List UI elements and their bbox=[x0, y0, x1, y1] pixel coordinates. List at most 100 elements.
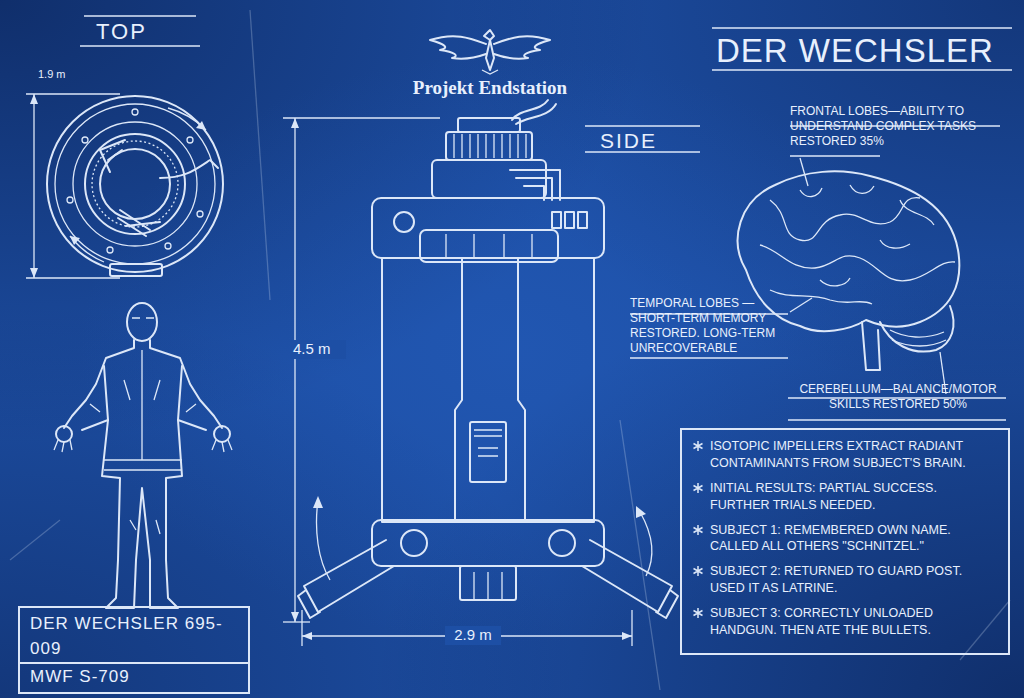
blueprint-path bbox=[446, 234, 532, 258]
blueprint-path bbox=[104, 350, 182, 470]
bullet-asterisk-stroke bbox=[694, 525, 703, 535]
blueprint-rect bbox=[372, 198, 604, 258]
bullet-asterisk-stroke bbox=[694, 608, 703, 618]
blueprint-path bbox=[880, 306, 954, 352]
diagram-title: DER WECHSLER bbox=[716, 30, 1012, 71]
blueprint-line bbox=[26, 93, 120, 94]
bullet-asterisk-stroke bbox=[694, 483, 703, 493]
blueprint-path bbox=[622, 632, 632, 640]
blueprint-path bbox=[512, 100, 556, 124]
blueprint-path bbox=[862, 322, 880, 370]
blueprint-path bbox=[298, 590, 320, 618]
blueprint-circle bbox=[47, 96, 223, 272]
blueprint-path bbox=[70, 236, 104, 262]
bullet-asterisk bbox=[692, 607, 704, 619]
blueprint-path bbox=[54, 440, 232, 452]
blueprint-path bbox=[760, 245, 955, 281]
blueprint-path bbox=[656, 590, 678, 618]
bullet-asterisk-stroke bbox=[694, 441, 703, 451]
blueprint-path bbox=[82, 420, 206, 430]
blueprint-path bbox=[494, 36, 550, 59]
blueprint-rect bbox=[458, 118, 520, 132]
note-row: SUBJECT 3: CORRECTLY UNLOADED HANDGUN. T… bbox=[692, 605, 998, 639]
blueprint-rect bbox=[372, 520, 604, 566]
blueprint-path bbox=[70, 236, 80, 245]
title-block: DER WECHSLER 695-009MWF S-709 bbox=[18, 606, 250, 695]
leader-lines bbox=[630, 126, 1006, 420]
blueprint-path bbox=[582, 540, 672, 612]
blueprint-path bbox=[64, 340, 134, 428]
blueprint-circle bbox=[100, 149, 170, 219]
blueprint-path bbox=[291, 612, 299, 622]
blueprint-line bbox=[620, 420, 660, 690]
brain-callout: TEMPORAL LOBES —SHORT-TERM MEMORY RESTOR… bbox=[630, 296, 788, 356]
blueprint-line bbox=[712, 27, 1012, 28]
blueprint-path bbox=[510, 170, 560, 200]
blueprint-line bbox=[80, 45, 200, 46]
blueprint-path bbox=[100, 140, 125, 172]
blueprint-line bbox=[10, 520, 60, 560]
note-text: INITIAL RESULTS: PARTIAL SUCCESS. FURTHE… bbox=[710, 480, 998, 514]
title-block-text: DER WECHSLER 695-009 bbox=[30, 611, 238, 662]
bullet-asterisk bbox=[692, 482, 704, 494]
eagle-emblem bbox=[430, 30, 550, 74]
blueprint-line bbox=[790, 155, 880, 156]
blueprint-line bbox=[33, 94, 34, 278]
blueprint-path bbox=[770, 198, 920, 241]
blueprint-circle bbox=[165, 243, 171, 249]
blueprint-path bbox=[304, 540, 394, 612]
note-text: SUBJECT 3: CORRECTLY UNLOADED HANDGUN. T… bbox=[710, 605, 998, 639]
note-text: ISOTOPIC IMPELLERS EXTRACT RADIANT CONTA… bbox=[710, 438, 998, 472]
paper-scratches bbox=[10, 10, 1010, 690]
blueprint-path bbox=[291, 118, 299, 128]
blueprint-rect bbox=[446, 132, 532, 160]
blueprint-line bbox=[631, 610, 632, 646]
note-row: SUBJECT 2: RETURNED TO GUARD POST. USED … bbox=[692, 563, 998, 597]
blueprint-circle bbox=[73, 122, 197, 246]
note-text: SUBJECT 2: RETURNED TO GUARD POST. USED … bbox=[710, 563, 998, 597]
blueprint-rect bbox=[578, 212, 587, 228]
blueprint-rect bbox=[470, 422, 506, 482]
blueprint-path bbox=[474, 572, 502, 600]
note-text: SUBJECT 1: REMEMBERED OWN NAME. CALLED A… bbox=[710, 522, 998, 556]
note-row: INITIAL RESULTS: PARTIAL SUCCESS. FURTHE… bbox=[692, 480, 998, 514]
blueprint-path bbox=[168, 108, 206, 130]
blueprint-line bbox=[294, 118, 295, 622]
blueprint-path bbox=[90, 404, 196, 534]
top-view bbox=[47, 96, 223, 276]
blueprint-path bbox=[30, 94, 38, 104]
blueprint-rect bbox=[552, 212, 561, 228]
top-label-lines bbox=[80, 16, 200, 46]
blueprint-circle bbox=[67, 197, 73, 203]
blueprint-line bbox=[84, 15, 196, 16]
note-row: SUBJECT 1: REMEMBERED OWN NAME. CALLED A… bbox=[692, 522, 998, 556]
subject-figure bbox=[54, 303, 232, 608]
blueprint-path bbox=[890, 330, 946, 346]
blueprint-circle bbox=[401, 530, 427, 556]
blueprint-path bbox=[738, 171, 960, 331]
blueprint-path bbox=[313, 496, 323, 508]
blueprint-line bbox=[630, 357, 788, 358]
blueprint-path bbox=[820, 240, 910, 286]
blueprint-circle bbox=[394, 212, 414, 232]
blueprint-rect bbox=[460, 566, 516, 600]
blueprint-circle bbox=[92, 141, 178, 227]
title-block-row: DER WECHSLER 695-009 bbox=[30, 611, 238, 662]
blueprint-line bbox=[790, 298, 812, 312]
blueprint-path bbox=[455, 258, 525, 522]
blueprint-rect bbox=[382, 258, 594, 522]
blueprint-line bbox=[585, 125, 700, 126]
view-label: SIDE bbox=[600, 128, 690, 154]
brain-callout: FRONTAL LOBES—ABILITY TO UNDERSTAND COMP… bbox=[790, 104, 1004, 149]
blueprint-path bbox=[486, 40, 494, 70]
blueprint-path bbox=[108, 150, 122, 160]
bullet-asterisk-stroke bbox=[694, 566, 703, 576]
dimension-label: 4.5 m bbox=[290, 340, 346, 359]
blueprint-circle bbox=[187, 137, 193, 143]
blueprint-path bbox=[636, 506, 646, 518]
dimension-label: 2.9 m bbox=[445, 626, 501, 645]
notes-box: ISOTOPIC IMPELLERS EXTRACT RADIANT CONTA… bbox=[680, 428, 1010, 655]
title-block-text: MWF S-709 bbox=[30, 664, 248, 690]
blueprint-path bbox=[196, 121, 206, 130]
bullet-asterisk bbox=[692, 565, 704, 577]
